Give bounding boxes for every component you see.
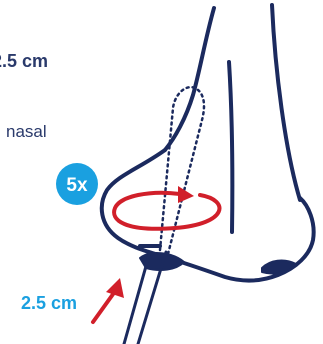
rotation-ellipse <box>114 193 219 229</box>
depth-label-top: 2.5 cm <box>0 51 48 71</box>
rotations-badge: 5x <box>56 163 98 205</box>
nasal-label: nasal <box>6 122 47 141</box>
up-arrow-icon <box>93 278 124 322</box>
nose-illustration <box>102 5 314 281</box>
rotations-label: 5x <box>66 175 88 196</box>
rotation-indicator <box>114 186 219 229</box>
nose-ridge-line <box>272 5 300 200</box>
nose-wing-mark <box>262 261 296 274</box>
nose-dorsum-line <box>229 62 232 232</box>
depth-label-bottom: 2.5 cm <box>21 293 77 313</box>
circular-arrow-icon <box>178 186 194 203</box>
